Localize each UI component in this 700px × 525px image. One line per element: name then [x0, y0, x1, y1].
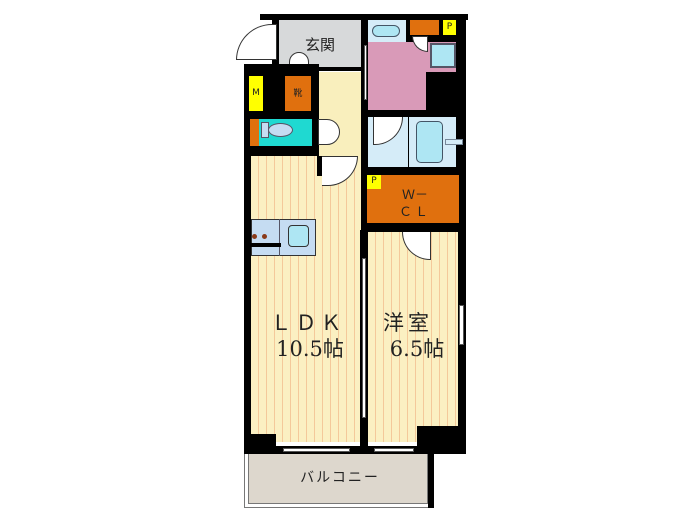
ldk-size: 10.5帖 [276, 337, 344, 361]
bottom-wall [244, 446, 466, 454]
toilet-storage [250, 119, 259, 146]
toilet-bowl-icon [268, 123, 293, 137]
entrance-label: 玄関 [304, 36, 335, 54]
closet-label-line2: ＣＬ [398, 205, 431, 220]
partition-sliding-door[interactable] [362, 258, 366, 418]
front-door-swing[interactable] [236, 24, 274, 60]
pipe-space-top [443, 20, 456, 35]
ldk-room [251, 156, 361, 442]
pipe-space-closet [367, 175, 381, 189]
shoe-box[interactable] [285, 76, 311, 111]
balcony [248, 454, 428, 504]
stove-burner-icon [252, 234, 257, 239]
toilet-door-swing[interactable] [318, 119, 340, 145]
western-room [368, 232, 458, 442]
bath-faucet-icon [445, 139, 463, 145]
shoe-box-label: 靴 [293, 89, 303, 99]
walk-in-closet[interactable] [367, 175, 459, 223]
washing-machine-icon [430, 43, 456, 68]
closet-label-line1: Ｗ－ [401, 188, 428, 203]
washroom [368, 42, 426, 110]
western-room-label: 洋室 [383, 311, 433, 335]
kitchen-wall-stub [251, 243, 281, 247]
western-room-size: 6.5帖 [389, 337, 445, 361]
washroom-sliding-door[interactable] [364, 45, 367, 100]
bathtub-icon [416, 121, 443, 163]
washbasin-icon [372, 25, 400, 37]
western-balcony-window[interactable] [374, 448, 414, 452]
stove-burner-icon [262, 234, 267, 239]
meter-box [249, 76, 263, 111]
meter-box-label: M [252, 88, 260, 98]
ldk-partition-stub [317, 156, 322, 176]
pipe-space-closet-label: P [371, 176, 377, 186]
sink-icon [288, 225, 309, 247]
pipe-space-top-label: P [446, 22, 453, 32]
storage-top [410, 20, 439, 35]
right-wall [458, 14, 466, 454]
balcony-label: バルコニー [300, 470, 380, 486]
balcony-side-wall [428, 450, 434, 508]
stove-divider [279, 219, 280, 256]
window-right[interactable] [459, 305, 464, 345]
ldk-balcony-window[interactable] [283, 448, 350, 452]
left-wall [244, 64, 251, 454]
ldk-label: ＬＤＫ [270, 311, 346, 335]
